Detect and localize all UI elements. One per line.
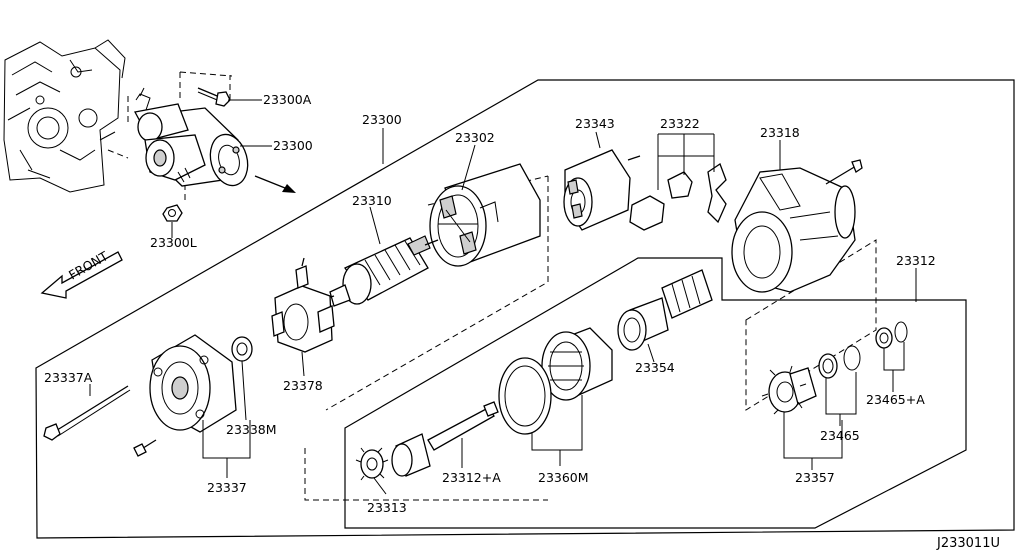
label-23337: 23337 [207,480,247,495]
bolt-23300A [197,87,231,107]
solenoid-23343 [563,149,641,231]
bushing-23338M [231,336,253,362]
label-23337A: 23337A [44,370,93,385]
lever-kit-23322 [629,163,727,231]
bolt-23318 [825,159,863,185]
assembly-direction-arrow [254,175,296,193]
pinion-gear-23313 [355,447,389,481]
label-23357: 23357 [795,470,835,485]
sub-assembly-frame-23300 [344,257,967,529]
label-23300-main: 23300 [362,112,402,127]
label-23300: 23300 [273,138,313,153]
label-23322: 23322 [660,116,700,131]
label-23312A: 23312+A [442,470,501,485]
label-23302: 23302 [455,130,495,145]
engine-block-illustration [3,39,126,193]
pinion-shaft-23312A [391,401,499,477]
label-23338M: 23338M [226,422,277,437]
front-direction-arrow: FRONT [40,248,123,299]
drive-housing-23318 [731,167,856,293]
starter-assembly-23300 [134,87,249,187]
armature-23310 [319,235,439,307]
label-23300A: 23300A [263,92,312,107]
label-23354: 23354 [635,360,675,375]
label-23465: 23465 [820,428,860,443]
label-23312: 23312 [896,253,936,268]
screw-23337 [133,439,157,457]
shaft-23354 [617,269,713,351]
label-23300L: 23300L [150,235,197,250]
label-23310: 23310 [352,193,392,208]
label-23343: 23343 [575,116,615,131]
pinion-23357 [761,365,817,415]
dashed-group-yoke [304,448,548,501]
through-bolt-23337A [43,385,131,441]
planetary-gear-23360M [541,327,613,401]
assembly-frame [35,79,1015,539]
ring-gear-23360M [498,357,552,435]
label-23313: 23313 [367,500,407,515]
ring-23465A [875,321,908,349]
yoke-23302 [429,163,541,267]
ring-23465 [818,345,861,379]
drawing-code: J233011U [936,536,1000,551]
label-23360M: 23360M [538,470,589,485]
nut-23300L [162,204,183,222]
label-23378: 23378 [283,378,323,393]
brush-holder-23378 [271,257,335,353]
label-23465A: 23465+A [866,392,925,407]
rear-cover-23337 [149,334,237,433]
label-23318: 23318 [760,125,800,140]
